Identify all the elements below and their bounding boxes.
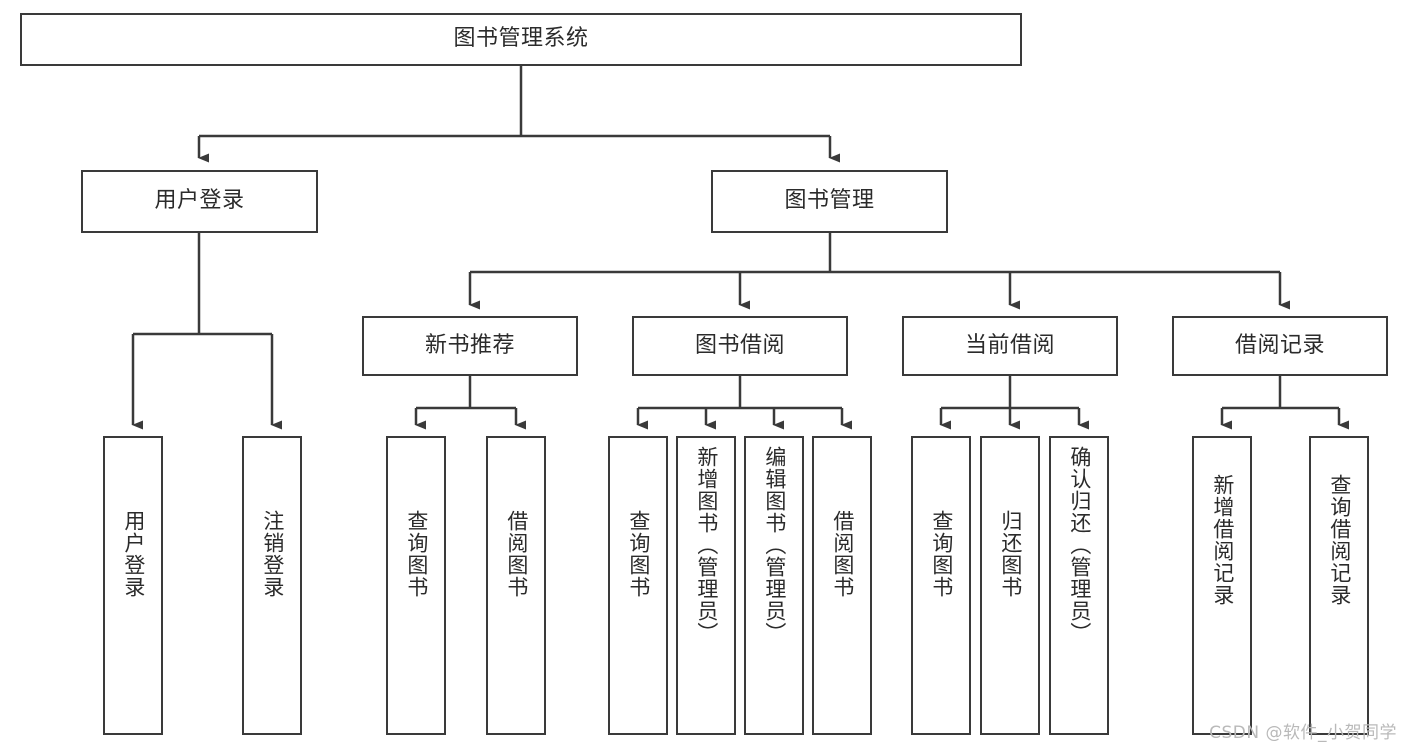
node-leaf-br-add-record[interactable]: 新增借阅记录 [1192,436,1252,735]
node-leaf-cb-return-book[interactable]: 归还图书 [980,436,1040,735]
node-leaf-logout-login[interactable]: 注销登录 [242,436,302,735]
node-user-login-label: 用户登录 [154,188,245,214]
node-leaf-cb-return-book-label: 归还图书 [998,510,1023,598]
node-book-manage[interactable]: 图书管理 [711,170,948,233]
node-book-borrow[interactable]: 图书借阅 [632,316,848,376]
node-leaf-bb-edit-book[interactable]: 编辑图书（管理员） [744,436,804,735]
node-root-label: 图书管理系统 [453,26,589,52]
node-new-book-rec-label: 新书推荐 [424,332,515,358]
node-leaf-br-query-record-label: 查询借阅记录 [1327,474,1352,606]
node-current-borrow[interactable]: 当前借阅 [902,316,1118,376]
node-borrow-record[interactable]: 借阅记录 [1172,316,1388,376]
node-leaf-cb-query-book[interactable]: 查询图书 [911,436,971,735]
node-leaf-rec-borrow-book[interactable]: 借阅图书 [486,436,546,735]
node-user-login[interactable]: 用户登录 [81,170,318,233]
node-leaf-cb-confirm-return[interactable]: 确认归还（管理员） [1049,436,1109,735]
node-leaf-br-add-record-label: 新增借阅记录 [1210,474,1235,606]
node-leaf-rec-query-book-label: 查询图书 [404,510,429,598]
node-leaf-cb-query-book-label: 查询图书 [929,510,954,598]
node-leaf-rec-query-book[interactable]: 查询图书 [386,436,446,735]
node-borrow-record-label: 借阅记录 [1234,332,1325,358]
node-book-manage-label: 图书管理 [784,188,875,214]
node-leaf-user-login-label: 用户登录 [121,510,146,598]
node-leaf-bb-add-book-label: 新增图书（管理员） [694,446,719,644]
node-leaf-bb-query-book-label: 查询图书 [626,510,651,598]
node-leaf-bb-add-book[interactable]: 新增图书（管理员） [676,436,736,735]
node-current-borrow-label: 当前借阅 [964,332,1055,358]
node-leaf-bb-borrow-book-label: 借阅图书 [830,510,855,598]
node-new-book-rec[interactable]: 新书推荐 [362,316,578,376]
node-leaf-br-query-record[interactable]: 查询借阅记录 [1309,436,1369,735]
node-leaf-bb-borrow-book[interactable]: 借阅图书 [812,436,872,735]
node-book-borrow-label: 图书借阅 [694,332,785,358]
node-leaf-rec-borrow-book-label: 借阅图书 [504,510,529,598]
node-leaf-bb-edit-book-label: 编辑图书（管理员） [762,446,787,644]
csdn-watermark: CSDN @软件_小贺同学 [1209,723,1397,743]
node-leaf-user-login[interactable]: 用户登录 [103,436,163,735]
node-leaf-logout-login-label: 注销登录 [260,510,285,598]
node-leaf-cb-confirm-return-label: 确认归还（管理员） [1067,446,1092,644]
node-leaf-bb-query-book[interactable]: 查询图书 [608,436,668,735]
node-root[interactable]: 图书管理系统 [20,13,1022,66]
